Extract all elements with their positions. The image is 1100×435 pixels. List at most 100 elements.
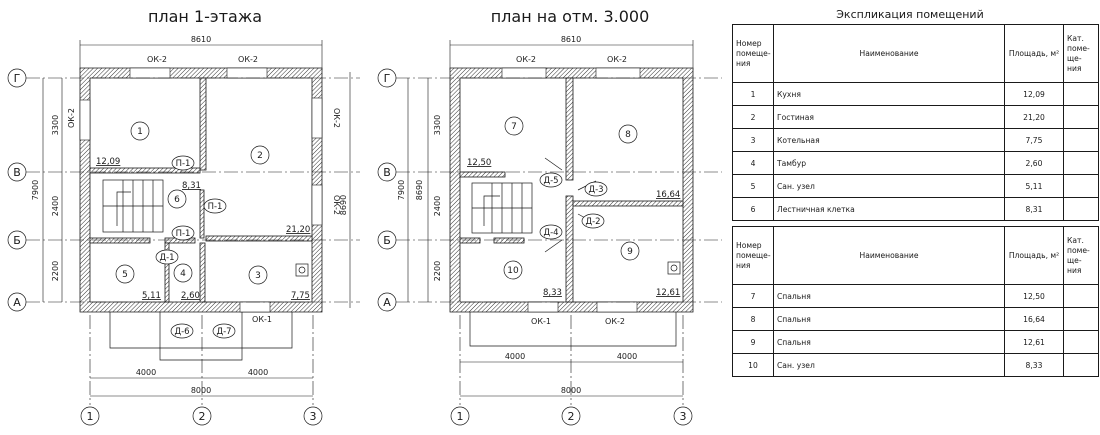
window [79,99,91,141]
room-number: 6 [174,195,180,205]
room-number: 4 [180,269,186,279]
opening-label: П-1 [176,229,191,239]
dim-segment: 4000 [248,368,268,377]
axis-label: Б [383,234,391,247]
cell-cat [1063,330,1099,354]
window [226,67,268,79]
interior-wall [565,77,574,181]
dim-segment: 2400 [433,196,442,216]
plan-floor-2: план на отм. 3.000 8610 ОК-2 ОК-2 ОК-1 О… [377,7,722,426]
cell-num: 4 [732,151,774,175]
interior-wall [459,237,481,244]
room-area: 7,75 [291,291,310,301]
interior-wall [89,237,151,244]
window-label: ОК-2 [147,55,167,64]
dim-total: 7900 [397,180,406,200]
cell-area: 7,75 [1004,128,1064,152]
dim-segment: 2200 [51,261,60,281]
boiler [295,263,309,277]
axis-label: А [13,296,21,309]
room-area: 12,61 [656,288,680,298]
window-label: ОК-2 [605,317,625,326]
room-number: 1 [137,127,143,137]
plan1-title: план 1-этажа [148,7,262,26]
cell-area: 12,09 [1004,82,1064,106]
cell-cat [1063,151,1099,175]
cell-name: Спальня [773,284,1005,308]
room-area: 12,50 [467,158,491,168]
room-number: 3 [255,271,261,281]
door-label: Д-3 [588,185,603,195]
cell-name: Спальня [773,330,1005,354]
window [527,301,559,313]
cell-name: Спальня [773,307,1005,331]
axis-label: 2 [199,410,206,423]
cell-cat [1063,128,1099,152]
cell-area: 21,20 [1004,105,1064,129]
room-area: 2,60 [181,291,200,301]
cell-num: 7 [732,284,774,308]
fixture [667,261,681,275]
opening-label: Д-1 [159,253,174,263]
header-name: Наименование [773,226,1005,285]
staircase [102,179,164,233]
axis-label: 3 [680,410,687,423]
cell-num: 6 [732,197,774,221]
door-label: Д-4 [543,228,558,238]
header-cat: Кат.поме-ще-ния [1063,24,1099,83]
room-number: 8 [625,130,631,140]
cell-num: 9 [732,330,774,354]
plan2-title: план на отм. 3.000 [491,7,650,26]
cell-area: 12,61 [1004,330,1064,354]
dim-total: 8000 [561,386,581,395]
cell-name: Тамбур [773,151,1005,175]
cell-area: 8,31 [1004,197,1064,221]
axis-label: В [13,166,21,179]
cell-name: Кухня [773,82,1005,106]
dim-segment: 4000 [617,352,637,361]
plan-floor-1: план 1-этажа 8610 ОК-2 ОК-2 ОК-2 ОК-2 ОК… [7,7,360,426]
dim-segment: 2200 [433,261,442,281]
axis-label: Г [14,72,21,85]
interior-wall [199,189,205,239]
explication-title: Экспликация помещений [836,8,984,21]
cell-cat [1063,353,1099,377]
dim-segment: 3300 [51,115,60,135]
axis-label: Г [384,72,391,85]
opening-label: П-1 [208,202,223,212]
room-area: 12,09 [96,157,120,167]
interior-wall [89,167,201,174]
interior-wall [459,171,506,178]
opening-label: Д-7 [216,327,231,337]
window [596,301,638,313]
cell-cat [1063,197,1099,221]
cell-name: Гостиная [773,105,1005,129]
header-area: Площадь, м² [1004,24,1064,83]
interior-wall [205,235,313,242]
window-label: ОК-2 [332,108,341,128]
cell-name: Сан. узел [773,353,1005,377]
interior-wall [199,77,207,171]
window [501,67,547,79]
overall-width-dim: 8610 [191,35,211,44]
window-label: ОК-2 [67,108,76,128]
axis-label: Б [13,234,21,247]
cell-area: 8,33 [1004,353,1064,377]
cell-num: 8 [732,307,774,331]
dim-segment: 3300 [433,115,442,135]
axis-label: 3 [310,410,317,423]
room-number: 7 [511,122,517,132]
window [311,184,323,226]
floor-plans: план 1-этажа 8610 ОК-2 ОК-2 ОК-2 ОК-2 ОК… [7,7,722,426]
window-label: ОК-2 [516,55,536,64]
